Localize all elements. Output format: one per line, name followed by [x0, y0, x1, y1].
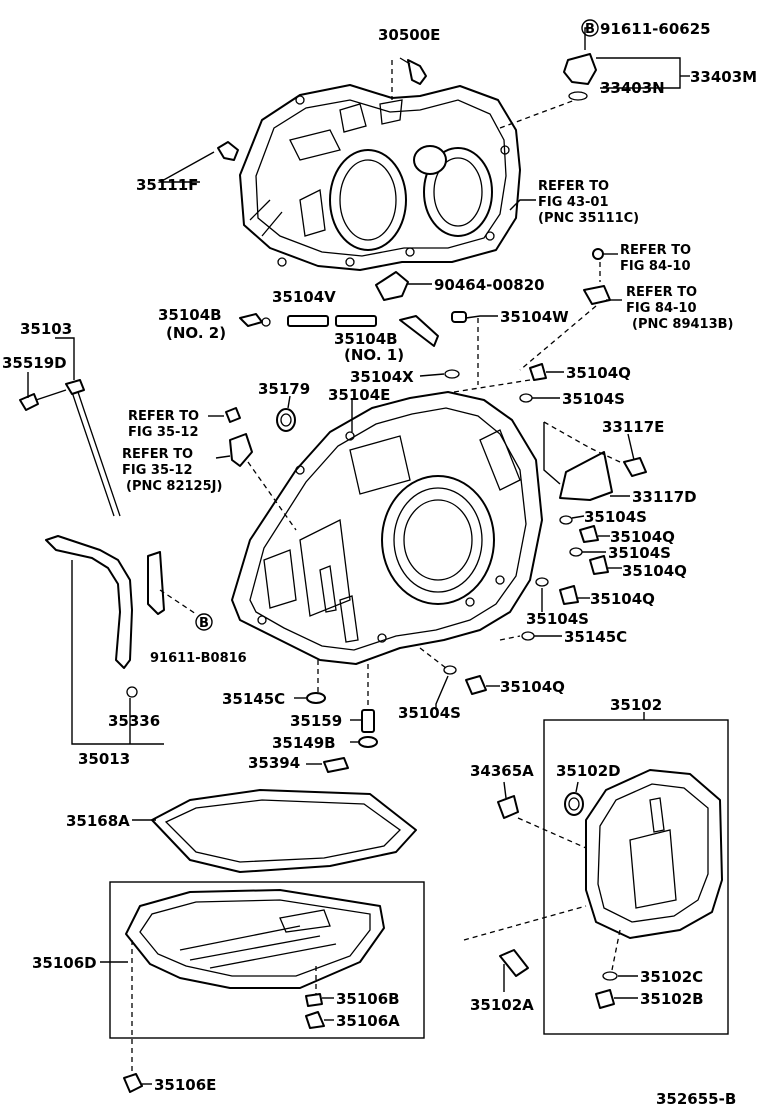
part-number-33117d: 33117D [632, 488, 697, 506]
drain-plug-35145c-icon [306, 692, 378, 773]
pipe-35104b-no2-icon [239, 313, 271, 327]
label-no1: (NO. 1) [344, 346, 404, 364]
part-number-35104q-5: 35104Q [500, 678, 565, 696]
part-number-30500e: 30500E [378, 26, 440, 44]
part-number-91611-60625: 91611-60625 [600, 20, 711, 38]
dipstick-35103-icon [19, 379, 121, 517]
part-number-35106b: 35106B [336, 990, 400, 1008]
bracket-33117d-icon [559, 451, 647, 501]
refer-84-10b-line3: (PNC 89413B) [632, 317, 734, 332]
callout-b-letter-2: B [199, 616, 209, 631]
part-number-35519d: 35519D [2, 354, 67, 372]
part-number-35168a: 35168A [66, 812, 130, 830]
bolt-35102a-icon [499, 949, 529, 977]
extension-housing-35102-icon [585, 769, 723, 939]
part-number-35102d: 35102D [556, 762, 621, 780]
part-number-35149b: 35149B [272, 734, 336, 752]
part-number-35104s-3: 35104S [608, 544, 671, 562]
strainer-tube-35104v-icon [287, 315, 329, 327]
part-number-35104e: 35104E [328, 386, 390, 404]
part-number-35106a: 35106A [336, 1012, 400, 1030]
figure-id: 352655-B [656, 1090, 736, 1108]
part-number-35104s-2: 35104S [584, 508, 647, 526]
transaxle-housing-illustration [239, 84, 521, 271]
bolt-refer-35-12-icon [225, 407, 253, 467]
part-number-35145c-2: 35145C [222, 690, 285, 708]
fittings-35104q-icon [443, 363, 609, 695]
refer-84-10b-line2: FIG 84-10 [626, 301, 697, 316]
transaxle-case-35104e-illustration [231, 391, 543, 665]
magnet-35106b-icon [305, 993, 325, 1029]
part-number-35104w: 35104W [500, 308, 569, 326]
part-number-33117e: 33117E [602, 418, 664, 436]
oil-pan-gasket-35168a-icon [151, 789, 417, 873]
part-number-91611-b0816: 91611-B0816 [150, 651, 247, 666]
pipe-35104b-no1-icon [399, 315, 439, 347]
oil-pan-group-box [109, 881, 425, 1039]
part-number-35179: 35179 [258, 380, 310, 398]
part-number-90464-00820: 90464-00820 [434, 276, 545, 294]
refer-43-01-line2: FIG 43-01 [538, 195, 609, 210]
part-number-34365a: 34365A [470, 762, 534, 780]
part-number-35104q-3: 35104Q [622, 562, 687, 580]
part-number-35104b-no2: 35104B [158, 306, 222, 324]
bolt-35106e-icon [123, 1073, 143, 1093]
refer-84-10b-line1: REFER TO [626, 285, 697, 300]
part-number-35394: 35394 [248, 754, 300, 772]
part-number-35111f: 35111F [136, 176, 198, 194]
bushing-35102d-icon [564, 792, 584, 816]
part-number-35104v: 35104V [272, 288, 336, 306]
callout-b-circle-2 [195, 613, 213, 631]
part-number-35104q-4: 35104Q [590, 590, 655, 608]
part-number-35104s-4: 35104S [526, 610, 589, 628]
oil-pan-35106d-icon [125, 889, 385, 989]
label-no2: (NO. 2) [166, 324, 226, 342]
oil-pump-group-box [543, 719, 729, 1035]
refer-35-12b-line3: (PNC 82125J) [126, 479, 222, 494]
dipstick-tube-35013-icon [45, 535, 165, 698]
plug-35104w-icon [451, 311, 467, 323]
clamp-90464-icon [375, 271, 409, 301]
part-number-35013: 35013 [78, 750, 130, 768]
callout-b-letter: B [585, 22, 595, 37]
strainer-tube-icon [335, 315, 377, 327]
refer-43-01-line3: (PNC 35111C) [538, 211, 639, 226]
part-number-35145c-1: 35145C [564, 628, 627, 646]
part-number-35104b-no1: 35104B [334, 330, 398, 348]
oil-seal-35179-icon [276, 408, 296, 432]
part-number-35102c: 35102C [640, 968, 703, 986]
part-number-35106e: 35106E [154, 1076, 216, 1094]
refer-35-12b-line1: REFER TO [122, 447, 193, 462]
part-number-35104s-5: 35104S [398, 704, 461, 722]
refer-35-12a-line1: REFER TO [128, 409, 199, 424]
part-number-35103: 35103 [20, 320, 72, 338]
part-number-35104q-2: 35104Q [610, 528, 675, 546]
o-ring-35102c-icon [602, 971, 618, 981]
part-number-35102: 35102 [610, 696, 662, 714]
refer-35-12b-line2: FIG 35-12 [122, 463, 193, 478]
part-number-33403m: 33403M [690, 68, 757, 86]
sensor-33403n-icon [563, 53, 597, 101]
part-number-35336: 35336 [108, 712, 160, 730]
refer-84-10a-line2: FIG 84-10 [620, 259, 691, 274]
part-number-35104s-1: 35104S [562, 390, 625, 408]
plug-35102b-icon [595, 989, 615, 1009]
refer-43-01-line1: REFER TO [538, 179, 609, 194]
refer-35-12a-line2: FIG 35-12 [128, 425, 199, 440]
bolt-35111f-icon [217, 141, 239, 161]
bolt-30500e-icon [399, 57, 427, 85]
part-number-35159: 35159 [290, 712, 342, 730]
part-number-35102a: 35102A [470, 996, 534, 1014]
sensor-connector-icon [583, 248, 611, 305]
part-number-35102b: 35102B [640, 990, 704, 1008]
refer-84-10a-line1: REFER TO [620, 243, 691, 258]
part-number-35106d: 35106D [32, 954, 97, 972]
clip-34365a-icon [497, 795, 519, 819]
part-number-33403n: 33403N [600, 79, 665, 97]
o-ring-35104x-icon [444, 369, 460, 379]
part-number-35104q-1: 35104Q [566, 364, 631, 382]
callout-b-circle [581, 19, 599, 37]
part-number-35104x: 35104X [350, 368, 414, 386]
